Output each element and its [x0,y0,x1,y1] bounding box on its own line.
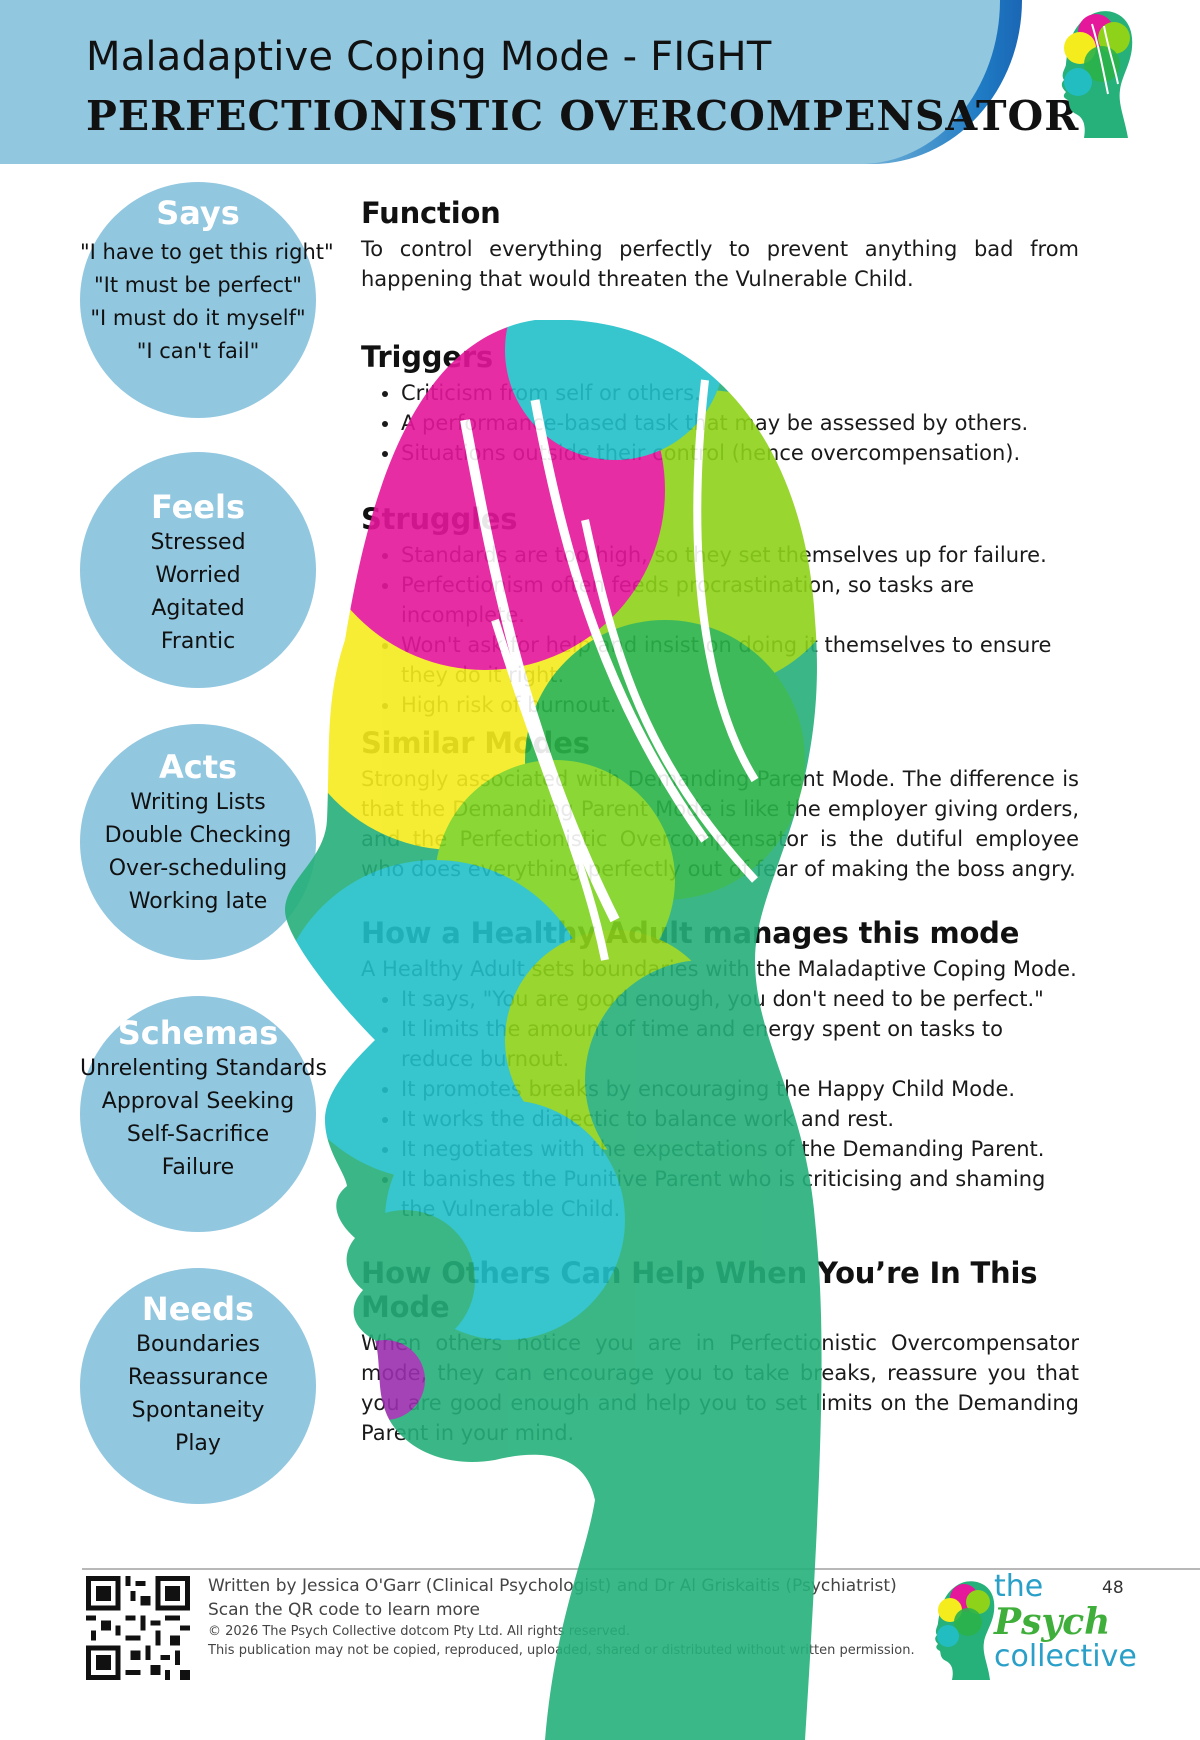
list-item: It works the dialectic to balance work a… [401,1104,1079,1134]
healthy-adult-section: How a Healthy Adult manages this mode A … [361,916,1079,1224]
schemas-line: Approval Seeking [101,1089,295,1114]
list-item: Perfectionism often feeds procrastinatio… [401,570,1079,630]
needs-line: Boundaries [135,1332,261,1357]
feels-circle: Feels Stressed Worried Agitated Frantic [80,452,316,688]
needs-circle: Needs Boundaries Reassurance Spontaneity… [80,1268,316,1504]
list-item: It promotes breaks by encouraging the Ha… [401,1074,1079,1104]
page-title: PERFECTIONISTIC OVERCOMPENSATOR [86,92,1080,140]
others-help-text: When others notice you are in Perfection… [361,1331,1079,1445]
footer-copyright: © 2026 The Psych Collective dotcom Pty L… [208,1624,630,1639]
acts-line: Working late [128,889,268,914]
footer-scan-note: Scan the QR code to learn more [208,1600,481,1620]
needs-title: Needs [141,1290,255,1328]
says-title: Says [156,194,240,232]
brand-wordmark: the Psych collective [994,1572,1137,1672]
function-heading: Function [361,196,501,230]
schemas-line: Unrelenting Standards [80,1056,327,1081]
function-section: Function To control everything perfectly… [361,196,1079,294]
list-item: Criticism from self or others. [401,378,1079,408]
acts-line: Over-scheduling [108,856,288,881]
list-item: High risk of burnout. [401,690,1079,720]
needs-line: Play [175,1431,221,1456]
schemas-line: Failure [161,1155,235,1180]
triggers-heading: Triggers [361,340,493,374]
list-item: Won't ask for help and insist on doing i… [401,630,1079,690]
triggers-section: Triggers Criticism from self or others. … [361,340,1079,468]
struggles-section: Struggles Standards are too high, so the… [361,502,1079,720]
says-line: "I can't fail" [136,339,260,363]
list-item: It limits the amount of time and energy … [401,1014,1079,1074]
acts-line: Double Checking [104,823,292,848]
footer-authors: Written by Jessica O'Garr (Clinical Psyc… [208,1576,897,1596]
healthy-adult-heading: How a Healthy Adult manages this mode [361,916,1020,950]
similar-modes-text: Strongly associated with Demanding Paren… [361,767,1079,881]
list-item: It negotiates with the expectations of t… [401,1134,1079,1164]
qr-code-icon[interactable] [86,1576,190,1680]
brand-word-the: the [994,1569,1044,1604]
feels-line: Frantic [160,629,236,654]
feels-line: Stressed [150,530,246,555]
schemas-line: Self-Sacrifice [126,1122,270,1147]
list-item: Situations outside their control (hence … [401,438,1079,468]
schemas-title: Schemas [117,1014,279,1052]
page-subtitle: Maladaptive Coping Mode - FIGHT [86,34,772,80]
needs-line: Reassurance [127,1365,269,1390]
says-circle: Says "I have to get this right" "It must… [80,182,334,418]
acts-line: Writing Lists [130,790,266,815]
healthy-adult-intro: A Healthy Adult sets boundaries with the… [361,957,1077,981]
footer-credits: Written by Jessica O'Garr (Clinical Psyc… [208,1574,915,1660]
head-logo-icon [935,1581,995,1680]
list-item: It says, "You are good enough, you don't… [401,984,1079,1014]
schemas-circle: Schemas Unrelenting Standards Approval S… [80,996,327,1232]
list-item: It banishes the Punitive Parent who is c… [401,1164,1079,1224]
brand-word-psych: Psych [994,1601,1111,1643]
brand-word-collective: collective [994,1639,1137,1674]
says-line: "I have to get this right" [80,240,334,264]
page-number: 48 [1102,1578,1124,1598]
says-line: "It must be perfect" [94,273,302,297]
struggles-heading: Struggles [361,502,518,536]
head-logo-icon [1061,11,1133,138]
says-line: "I must do it myself" [90,306,306,330]
needs-line: Spontaneity [131,1398,265,1423]
others-help-section: How Others Can Help When You’re In This … [361,1256,1079,1448]
feels-title: Feels [151,488,245,526]
footer-permission: This publication may not be copied, repr… [208,1643,915,1658]
acts-circle: Acts Writing Lists Double Checking Over-… [80,724,316,960]
header-banner [0,0,1000,164]
feels-line: Worried [155,563,241,588]
list-item: A performance-based task that may be ass… [401,408,1079,438]
similar-modes-heading: Similar Modes [361,726,590,760]
list-item: Standards are too high, so they set them… [401,540,1079,570]
feels-line: Agitated [151,596,245,621]
function-text: To control everything perfectly to preve… [361,237,1079,291]
similar-modes-section: Similar Modes Strongly associated with D… [361,726,1079,884]
others-help-heading: How Others Can Help When You’re In This … [361,1256,1038,1324]
acts-title: Acts [158,748,238,786]
